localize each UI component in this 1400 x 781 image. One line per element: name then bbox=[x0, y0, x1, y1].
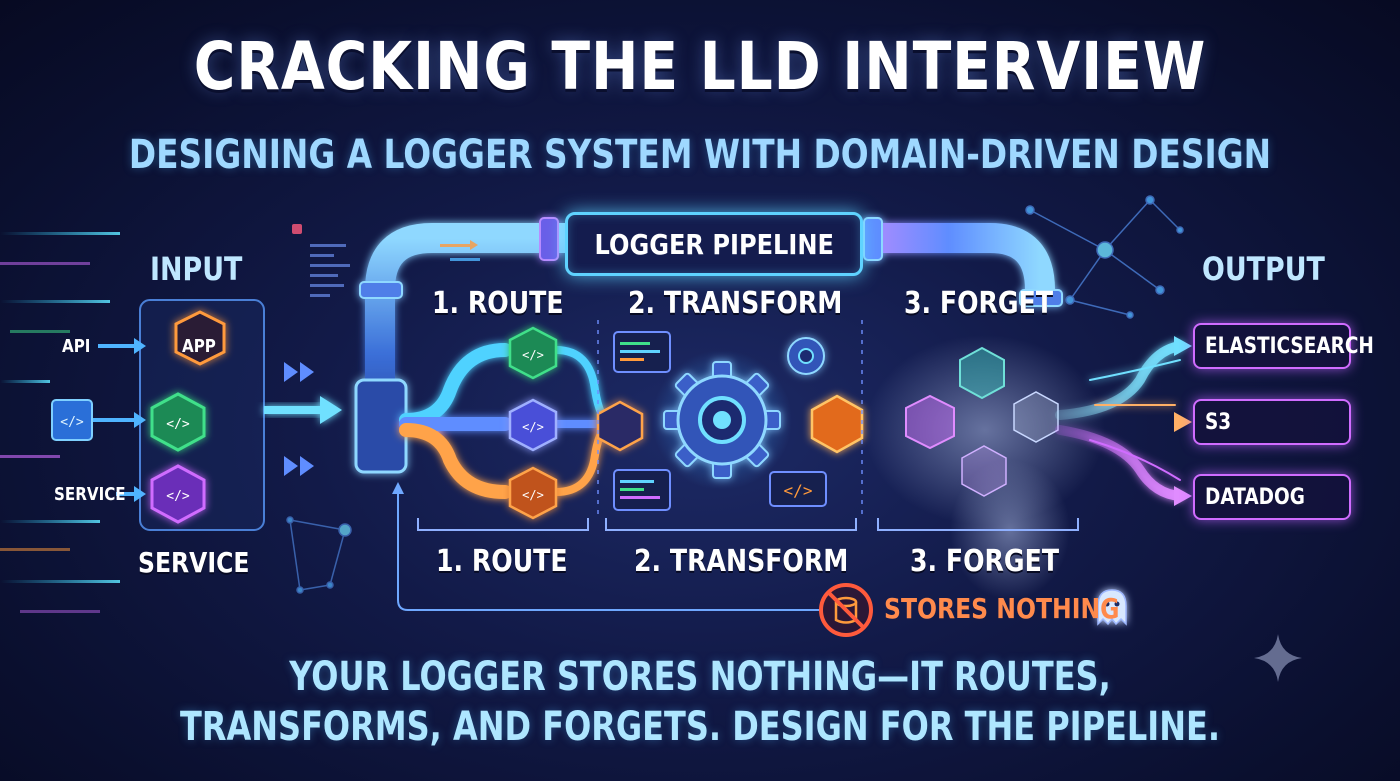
svg-text:</>: </> bbox=[522, 420, 544, 434]
data-stream-streaks bbox=[0, 232, 120, 613]
code-cube-icon: </> bbox=[508, 466, 558, 520]
output-datadog-label: DATADOG bbox=[1205, 484, 1305, 510]
code-window-icon: </> bbox=[769, 471, 827, 507]
no-database-icon bbox=[819, 583, 873, 637]
transform-stage: </> bbox=[613, 331, 864, 511]
transformed-cube bbox=[810, 394, 864, 454]
pipeline-label-text: LOGGER PIPELINE bbox=[594, 227, 834, 261]
stage-top-route: 1. ROUTE bbox=[432, 286, 564, 321]
app-node-label: APP bbox=[182, 336, 216, 357]
stage-dividers bbox=[597, 320, 863, 520]
fading-cube bbox=[905, 394, 955, 450]
output-flows bbox=[1055, 341, 1185, 501]
page-title: CRACKING THE LLD INTERVIEW bbox=[193, 28, 1207, 105]
footer-line-1: YOUR LOGGER STORES NOTHING—IT ROUTES, bbox=[289, 654, 1111, 700]
code-window-icon bbox=[613, 331, 671, 373]
gear-icon bbox=[787, 337, 825, 375]
stage-top-forget: 3. FORGET bbox=[904, 286, 1054, 321]
fading-cube bbox=[961, 445, 1007, 497]
code-cube-icon: </> bbox=[150, 464, 206, 524]
source-label-service: SERVICE bbox=[54, 484, 126, 505]
output-s3: S3 bbox=[1193, 399, 1351, 445]
svg-text:</>: </> bbox=[166, 417, 190, 432]
svg-text:</>: </> bbox=[522, 348, 544, 362]
output-elasticsearch: ELASTICSEARCH bbox=[1193, 323, 1374, 369]
code-snippet-decoration bbox=[292, 224, 480, 297]
code-cube-icon: </> bbox=[51, 399, 93, 441]
stage-bottom-transform: 2. TRANSFORM bbox=[634, 544, 849, 579]
route-cubes: </> </> </> bbox=[508, 326, 644, 520]
merge-cube bbox=[596, 400, 644, 452]
stage-top-transform: 2. TRANSFORM bbox=[628, 286, 843, 321]
network-graph-icon bbox=[286, 516, 352, 594]
route-branches bbox=[399, 343, 614, 499]
code-window-icon bbox=[613, 469, 671, 511]
stage-bottom-route: 1. ROUTE bbox=[436, 544, 568, 579]
app-node bbox=[174, 310, 226, 366]
output-s3-label: S3 bbox=[1205, 409, 1232, 435]
svg-text:</>: </> bbox=[166, 489, 190, 504]
output-datadog: DATADOG bbox=[1193, 474, 1351, 520]
forget-stage bbox=[862, 335, 1105, 600]
code-cube-icon: </> bbox=[508, 398, 558, 452]
stores-nothing-label: STORES NOTHING bbox=[884, 592, 1120, 625]
network-graph-icon bbox=[1025, 195, 1184, 319]
page-subtitle: DESIGNING A LOGGER SYSTEM WITH DOMAIN-DR… bbox=[128, 132, 1272, 178]
input-flow-arrows bbox=[264, 362, 342, 476]
fading-cube bbox=[959, 346, 1005, 400]
output-arrowheads bbox=[1174, 336, 1192, 506]
code-cube-icon: </> bbox=[508, 326, 558, 380]
input-bottom-label: SERVICE bbox=[138, 546, 250, 579]
stage-bottom-forget: 3. FORGET bbox=[910, 544, 1060, 579]
svg-text:</>: </> bbox=[784, 481, 813, 500]
ghost-icon bbox=[1097, 589, 1127, 626]
output-elasticsearch-label: ELASTICSEARCH bbox=[1205, 333, 1374, 359]
svg-text:</>: </> bbox=[60, 415, 84, 430]
stage-brackets bbox=[417, 518, 1079, 531]
input-heading: INPUT bbox=[150, 250, 243, 288]
feedback-loop bbox=[392, 482, 820, 611]
gear-icon bbox=[663, 361, 781, 479]
output-heading: OUTPUT bbox=[1202, 250, 1325, 288]
pipeline-label: LOGGER PIPELINE bbox=[565, 212, 863, 276]
source-label-api: API bbox=[62, 336, 91, 357]
footer-line-2: TRANSFORMS, AND FORGETS. DESIGN FOR THE … bbox=[180, 704, 1220, 750]
logger-pipe bbox=[354, 217, 1063, 474]
svg-text:</>: </> bbox=[522, 488, 544, 502]
code-cube-icon: </> bbox=[150, 392, 206, 452]
sparkle-icon bbox=[1254, 634, 1302, 682]
source-arrows bbox=[88, 338, 146, 502]
